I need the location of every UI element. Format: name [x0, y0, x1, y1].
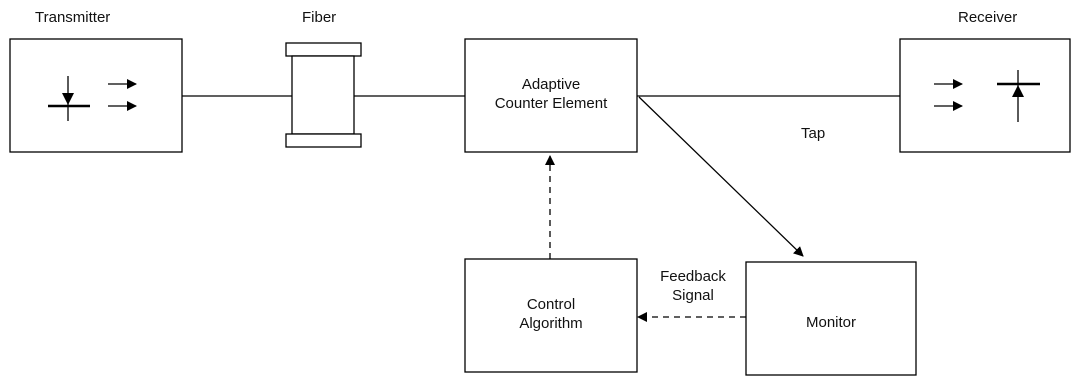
monitor-box: [745, 261, 917, 376]
light-emission-arrows-icon: [108, 79, 137, 111]
fiber-spool-icon: [285, 42, 362, 148]
receiver-label: Receiver: [958, 9, 1018, 26]
adaptive-counter-element-label: Adaptive Counter Element: [465, 75, 637, 113]
feedback-label-line1: Feedback: [660, 268, 726, 285]
monitor-label: Monitor: [805, 314, 857, 331]
receiver-box: [899, 38, 1071, 153]
transmitter-diode-icon: [48, 76, 90, 121]
transmitter-label: Transmitter: [35, 9, 111, 26]
photodiode-icon: [997, 70, 1040, 122]
control-label-line1: Control: [526, 296, 576, 313]
incoming-light-arrows-icon: [934, 79, 963, 111]
transmitter-box: [9, 38, 183, 153]
tap-arrow: [638, 96, 804, 257]
adaptive-counter-element-box: [464, 38, 638, 153]
feedback-signal-label: Feedback Signal: [640, 267, 746, 305]
fiber-label: Fiber: [302, 9, 337, 26]
control-label-line2: Algorithm: [519, 315, 583, 332]
control-algorithm-box: [464, 258, 638, 373]
adaptive-label-line1: Adaptive: [521, 76, 581, 93]
feedback-label-line2: Signal: [672, 287, 714, 304]
adaptive-label-line2: Counter Element: [494, 95, 608, 112]
tap-label: Tap: [801, 125, 826, 142]
control-algorithm-label: Control Algorithm: [465, 295, 637, 333]
